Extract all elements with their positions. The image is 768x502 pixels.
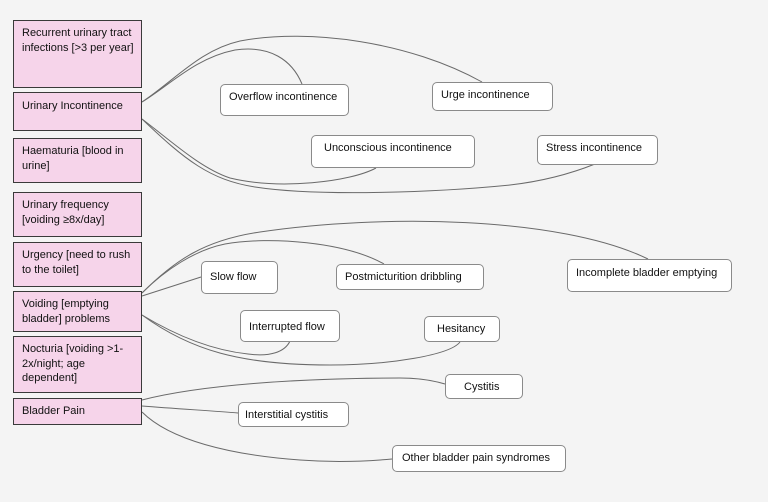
category-urinary-incontinence: Urinary Incontinence — [13, 92, 142, 131]
link-overflow-incontinence — [141, 48, 303, 103]
node-hesitancy: Hesitancy — [424, 316, 500, 342]
link-stress-incontinence — [141, 118, 596, 194]
node-cystitis: Cystitis — [445, 374, 523, 399]
link-interstitial-cystitis — [141, 405, 239, 414]
link-other-bladder-pain-syndromes — [141, 411, 393, 463]
category-voiding-problems: Voiding [emptying bladder] problems — [13, 291, 142, 332]
category-urinary-frequency: Urinary frequency [voiding ≥8x/day] — [13, 192, 142, 237]
link-incomplete-bladder-emptying — [141, 220, 649, 294]
category-nocturia: Nocturia [voiding >1-2x/night; age depen… — [13, 336, 142, 393]
node-incomplete-bladder-emptying: Incomplete bladder emptying — [567, 259, 732, 292]
category-bladder-pain: Bladder Pain — [13, 398, 142, 425]
category-haematuria: Haematuria [blood in urine] — [13, 138, 142, 183]
link-cystitis — [141, 377, 446, 401]
node-stress-incontinence: Stress incontinence — [537, 135, 658, 165]
node-postmicturition-dribbling: Postmicturition dribbling — [336, 264, 484, 290]
link-unconscious-incontinence — [141, 118, 377, 185]
node-interstitial-cystitis: Interstitial cystitis — [238, 402, 349, 427]
category-urgency: Urgency [need to rush to the toilet] — [13, 242, 142, 287]
node-overflow-incontinence: Overflow incontinence — [220, 84, 349, 116]
node-interrupted-flow: Interrupted flow — [240, 310, 340, 342]
link-interrupted-flow — [141, 314, 291, 356]
node-slow-flow: Slow flow — [201, 261, 278, 294]
category-recurrent-uti: Recurrent urinary tract infections [>3 p… — [13, 20, 142, 88]
link-postmicturition-dribbling — [141, 240, 385, 294]
node-other-bladder-pain-syndromes: Other bladder pain syndromes — [392, 445, 566, 472]
link-slow-flow — [141, 276, 202, 297]
link-urge-incontinence — [141, 35, 483, 103]
node-unconscious-incontinence: Unconscious incontinence — [311, 135, 475, 168]
node-urge-incontinence: Urge incontinence — [432, 82, 553, 111]
link-hesitancy — [141, 314, 461, 366]
